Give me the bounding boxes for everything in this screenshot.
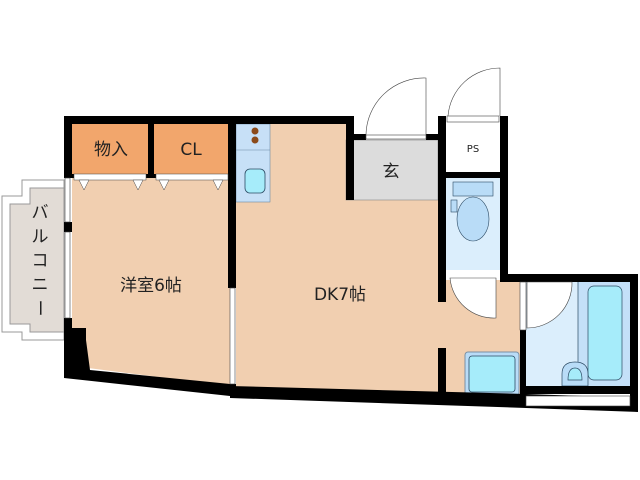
balcony-label: バ ル コ ニ ー: [29, 203, 49, 317]
storage-label: 物入: [94, 140, 128, 160]
pipe-space-label: PS: [467, 144, 479, 155]
svg-text:コ: コ: [32, 251, 49, 271]
entrance-label: 玄: [383, 162, 400, 182]
stove-burner-icon: [251, 136, 259, 144]
bathtub-icon: [587, 285, 623, 381]
toilet-icon: [450, 181, 494, 242]
closet-label: CL: [180, 140, 202, 160]
toilet-door[interactable]: [449, 277, 497, 319]
ps-door[interactable]: [446, 67, 501, 123]
closet-floor: [154, 124, 230, 174]
stove-burner-icon: [251, 127, 259, 135]
bathroom-door[interactable]: [519, 281, 573, 331]
windows: [64, 177, 631, 407]
dk-label: DK7帖: [314, 285, 366, 305]
pipe-space-floor: [446, 122, 500, 172]
svg-text:ニ: ニ: [32, 275, 49, 295]
wash-basin-icon: [561, 361, 589, 387]
closet-doors: [73, 173, 229, 191]
sink-icon: [244, 168, 266, 194]
balcony: [1, 179, 65, 341]
svg-text:ル: ル: [32, 227, 49, 247]
western-room-label: 洋室6帖: [120, 276, 182, 296]
entrance-door[interactable]: [365, 77, 427, 140]
svg-text:バ: バ: [32, 203, 49, 223]
kitchen-counter: [235, 123, 271, 203]
storage-floor: [72, 124, 148, 174]
svg-text:ー: ー: [29, 300, 49, 317]
dk-floor: [236, 122, 520, 400]
western-room-floor: [72, 176, 230, 386]
